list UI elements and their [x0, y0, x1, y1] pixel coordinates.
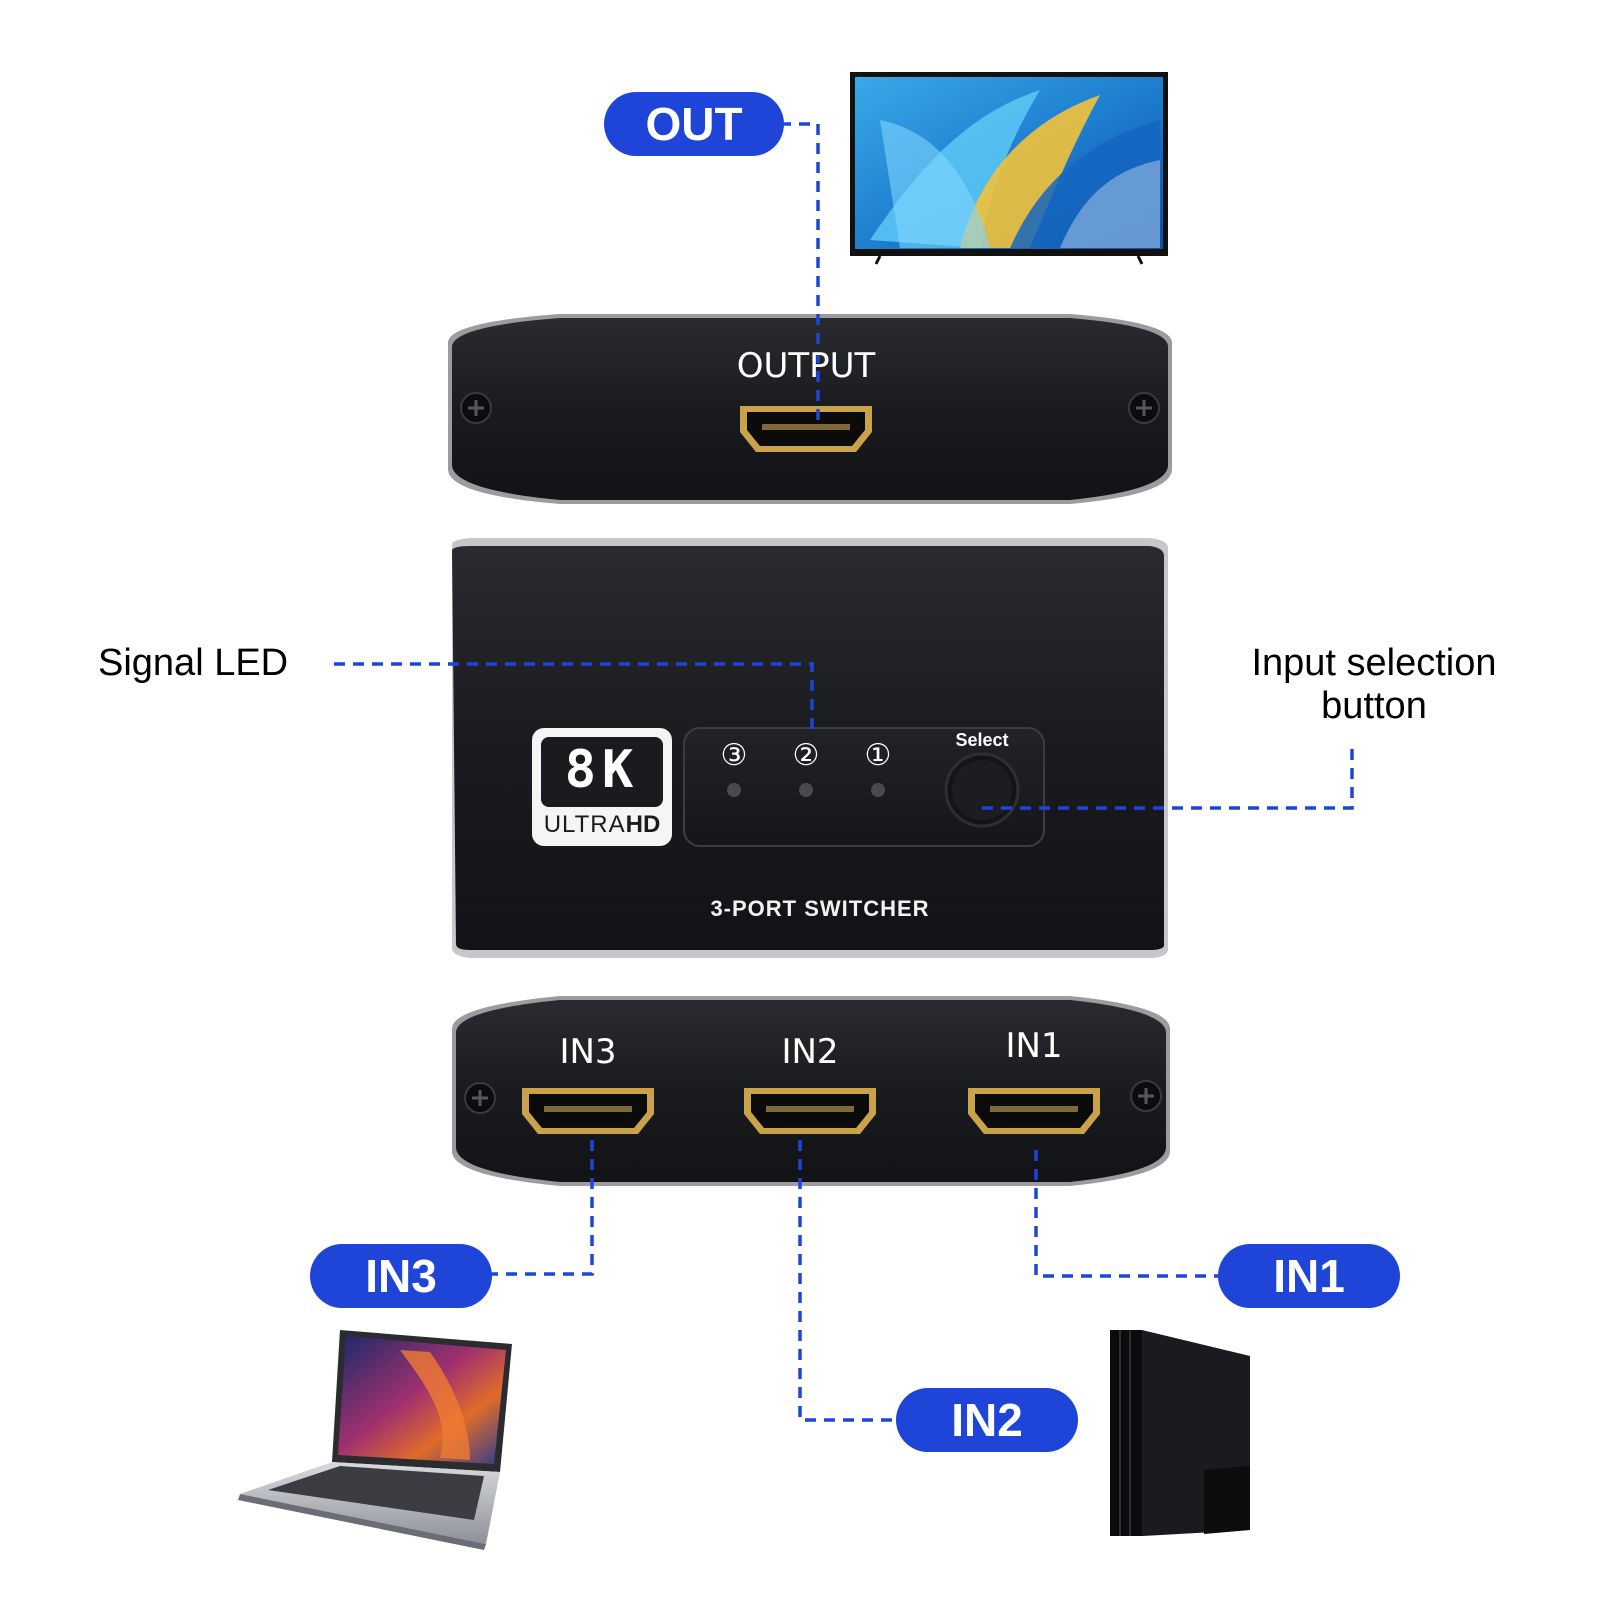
led-number-1: ① [864, 738, 892, 773]
hdmi-port-icon [744, 1088, 876, 1134]
in3-callout: IN3 [310, 1244, 492, 1308]
badge-ultra: ULTRA [543, 811, 626, 838]
signal-led-3 [727, 783, 741, 797]
screw-icon [1128, 392, 1160, 424]
out-callout: OUT [604, 92, 784, 156]
in3-connector [490, 1140, 594, 1276]
select-label: Select [955, 730, 1009, 750]
screw-icon [464, 1082, 496, 1114]
in3-port-label: IN3 [559, 1032, 617, 1072]
laptop-icon [238, 1330, 512, 1550]
out-connector [780, 122, 820, 420]
game-console-icon [1110, 1330, 1250, 1536]
input-selection-callout: Input selection button [1224, 642, 1524, 727]
signal-led-2 [799, 783, 813, 797]
led-number-2: ② [792, 738, 820, 773]
input-selection-line1: Input selection [1251, 642, 1497, 684]
in1-connector [1034, 1150, 1220, 1278]
output-label: OUTPUT [736, 346, 876, 386]
badge-hd: HD [625, 811, 661, 838]
tv-icon [850, 72, 1168, 265]
hdmi-port-icon [740, 406, 872, 452]
select-connector [982, 748, 1354, 810]
screw-icon [1130, 1080, 1162, 1112]
in2-port-label: IN2 [781, 1032, 839, 1072]
in1-callout: IN1 [1218, 1244, 1400, 1308]
signal-led-callout: Signal LED [98, 642, 289, 684]
badge-8k: 8K [564, 740, 640, 800]
signal-led-1 [871, 783, 885, 797]
input-selection-line2: button [1321, 684, 1427, 727]
hdmi-port-icon [968, 1088, 1100, 1134]
in2-connector [798, 1140, 900, 1422]
in2-callout: IN2 [896, 1388, 1078, 1452]
signal-led-connector [334, 662, 814, 736]
front-panel [452, 538, 1168, 958]
led-number-3: ③ [720, 738, 748, 773]
hdmi-port-icon [522, 1088, 654, 1134]
screw-icon [460, 392, 492, 424]
connector-lines [334, 122, 1354, 1422]
in1-port-label: IN1 [1005, 1026, 1063, 1066]
badge-ultra-hd: ULTRAHD [541, 812, 663, 838]
model-text: 3-PORT SWITCHER [710, 896, 930, 921]
